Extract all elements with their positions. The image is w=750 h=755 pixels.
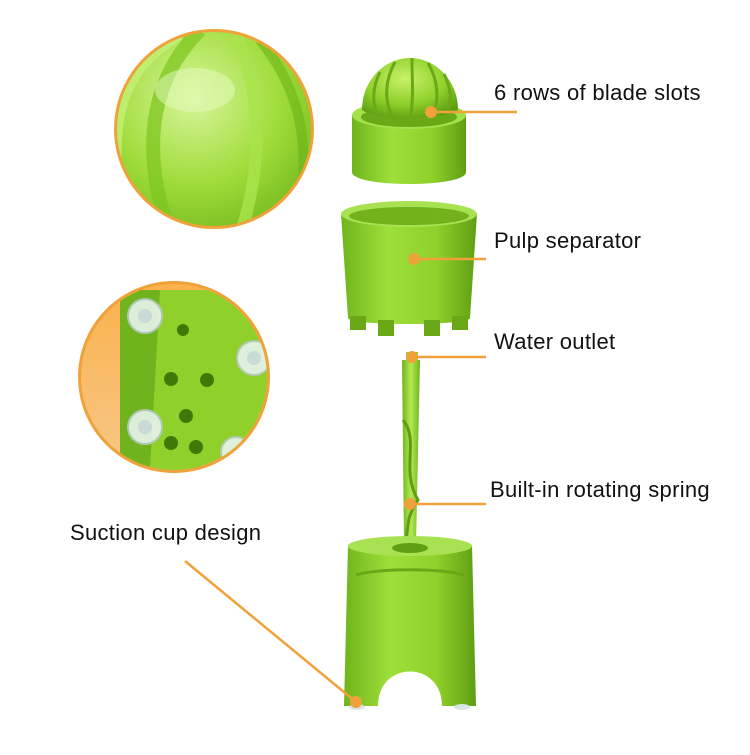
callout-lines (184, 106, 517, 708)
callout-dot-pulp (408, 253, 420, 265)
label-blade-slots: 6 rows of blade slots (494, 80, 701, 105)
spring-stick-part (401, 352, 420, 546)
suction-closeup-inset (78, 281, 270, 473)
callout-line-suction (184, 560, 357, 703)
callout-dot-suction (350, 696, 362, 708)
pulp-separator-part (341, 201, 477, 336)
reamer-top (352, 57, 466, 184)
label-suction-cup: Suction cup design (70, 520, 262, 545)
base-part (344, 536, 476, 710)
callout-dot-blades (425, 106, 437, 118)
callout-dot-spring (404, 498, 416, 510)
blade-closeup-inset (114, 29, 314, 229)
label-rotating-spring: Built-in rotating spring (490, 477, 710, 502)
callout-dot-water (406, 351, 418, 363)
label-pulp-separator: Pulp separator (494, 228, 642, 253)
label-water-outlet: Water outlet (494, 329, 616, 354)
